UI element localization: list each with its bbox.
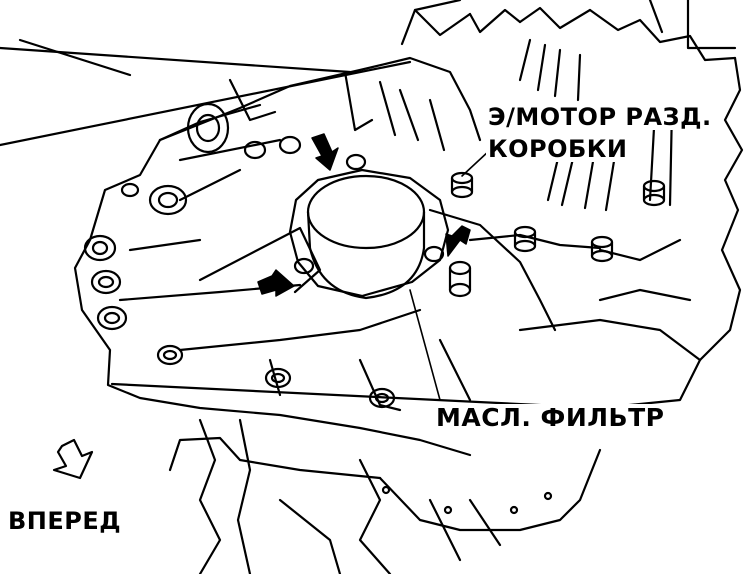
motor-label-line1: Э/МОТОР РАЗД. [486,103,714,131]
arrow-down-left-icon [52,438,94,480]
forward-label: ВПЕРЕД [6,507,124,535]
solid-arrow-icon-right [445,225,471,257]
bolts-right [448,171,666,298]
lower-section [168,418,602,574]
oil-filter-cover [288,153,450,300]
oil-filter-label: МАСЛ. ФИЛЬТР [434,403,667,432]
solid-arrow-icon-top [311,133,339,171]
leader-lines [409,149,491,401]
motor-label-line2: КОРОБКИ [486,135,630,163]
solid-arrow-icon-left [257,269,295,297]
bolt-pointer-arrows [257,133,471,297]
housing-bosses [83,102,396,409]
